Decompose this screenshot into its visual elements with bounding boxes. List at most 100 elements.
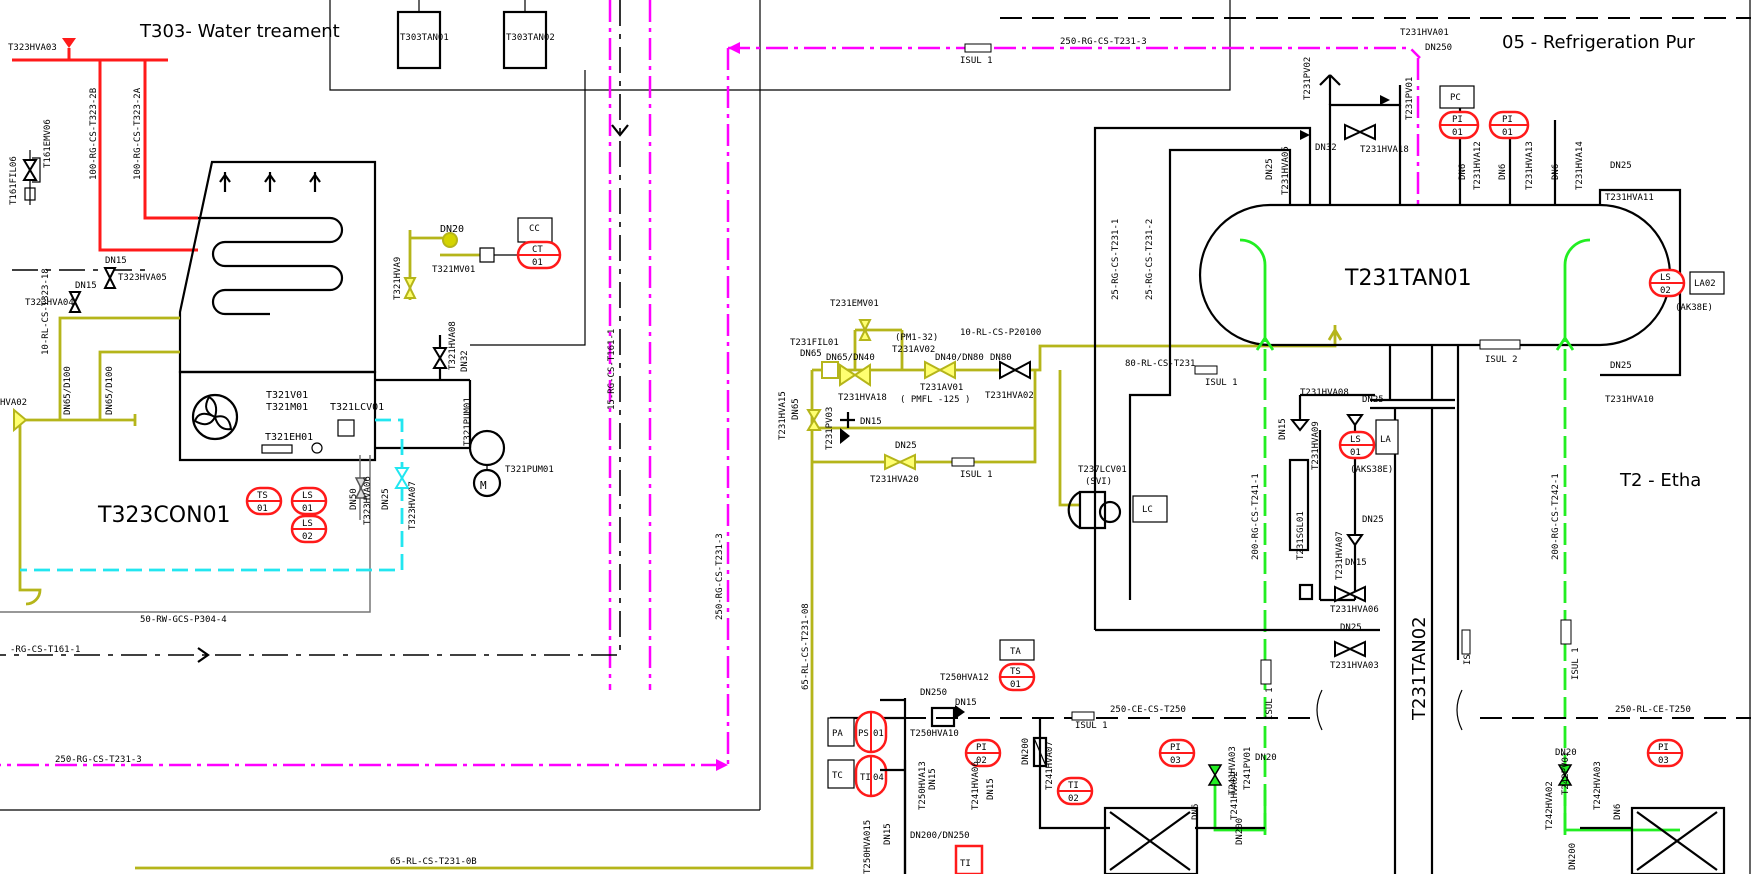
- dn15-label-6: DN15: [955, 698, 977, 708]
- dn15-label-2: DN15: [75, 281, 97, 291]
- magenta-gas-lines: [0, 0, 1421, 771]
- dn6-label-2: DN6: [1498, 164, 1508, 180]
- pi03b-num: 03: [1658, 756, 1669, 766]
- level-valve-label: T237LCV01: [1078, 465, 1127, 475]
- ak-note: (AK38E): [1675, 303, 1713, 313]
- line-label-small: 10-RL-CS-T323-18: [41, 268, 51, 355]
- left-valves: T161EMV06 T161FIL06 T323HVA03 T323HVA05 …: [0, 37, 1147, 765]
- olive-vert-label: 65-RL-CS-T231-08: [801, 603, 811, 690]
- valve-label-12: T231AV01: [920, 383, 963, 393]
- condenser-piping: M T321PUM01 T321PUM01 50-RW-GCS-P304-4: [0, 335, 554, 625]
- ps-tag: PS: [858, 729, 869, 739]
- level-control-valve: LC T237LCV01 (SVI): [1067, 465, 1168, 530]
- bottom-frag: TI: [960, 859, 971, 869]
- tc-box: TC: [832, 771, 843, 781]
- ls-tank-num: 02: [1660, 286, 1671, 296]
- dn80-label: DN80: [990, 353, 1012, 363]
- pi03a-tag: PI: [1170, 743, 1181, 753]
- valve-label-40: T242PV01: [1561, 752, 1571, 795]
- pump-label-vert: T321PUM01: [463, 397, 473, 446]
- filter-label: T231FIL01: [790, 338, 839, 348]
- dn6-label-3: DN6: [1551, 164, 1561, 180]
- condenser-tag-3: T321LCV01: [330, 402, 384, 413]
- valve-label-32: T231HVA03: [1330, 661, 1379, 671]
- dn15-label-9: DN15: [883, 823, 893, 845]
- dashed-lines: [0, 0, 629, 663]
- arrow-icon: [716, 759, 728, 771]
- red-lines: [12, 38, 198, 252]
- valve-label-27: T231HVA10: [1605, 395, 1654, 405]
- dn20-label-2: DN20: [1255, 753, 1277, 763]
- valve-label-44: T161FIL06: [9, 156, 19, 205]
- condenser-label: T323CON01: [97, 503, 231, 528]
- pump-icon: [468, 429, 506, 467]
- dn25-label-3: DN25: [1265, 158, 1275, 180]
- valve-label-19: T231PV02: [1303, 57, 1313, 100]
- valve-label-36: T241HVA03: [1228, 746, 1238, 795]
- isul-label-6: ISUL 1: [1075, 721, 1108, 731]
- valve-label-20: T231PV01: [1405, 77, 1415, 120]
- valve-label-9: T323HVA07: [408, 481, 418, 530]
- level-valve-sub: (SVI): [1085, 477, 1112, 487]
- dn200-250-label: DN200/DN250: [910, 831, 970, 841]
- rl-line-label: 250-RL-CE-T250: [1615, 705, 1691, 715]
- valve-label-1: T323HVA03: [8, 43, 57, 53]
- valve-label-29: T231HVA09: [1311, 421, 1321, 470]
- valve-label-17: T231HVA20: [870, 475, 919, 485]
- ct-box-label: CC: [529, 224, 540, 234]
- dn15-label-5: DN15: [1345, 558, 1367, 568]
- dn15-label-4: DN15: [1278, 418, 1288, 440]
- valve-label-3: T323HVA04: [25, 298, 74, 308]
- isul-label-3: ISUL 1: [1205, 378, 1238, 388]
- instruments-bottom: TA TS 01 T250HVA12 DN250 DN15 T250HVA10 …: [827, 639, 1684, 874]
- valve-label-13: T231HVA18: [838, 393, 887, 403]
- motor-icon: [472, 468, 502, 498]
- dn65-label: DN65: [800, 349, 822, 359]
- ti-num: 04: [873, 773, 884, 783]
- valve-label-23: T231HVA12: [1473, 141, 1483, 190]
- valve-label-37: T241HVA02: [1230, 771, 1240, 820]
- pi03b-tag: PI: [1658, 743, 1669, 753]
- valve-label-30: T231HVA07: [1335, 531, 1345, 580]
- tank-t231tan01: T231TAN01 ISUL 2 T231TAN02 ISUL 2: [1198, 203, 1672, 874]
- pm-note: (PM1-32): [895, 333, 938, 343]
- olive-main-label: 80-RL-CS-T231: [1125, 359, 1195, 369]
- motor-label: M: [480, 479, 487, 492]
- instrument-ct: CC CT 01: [516, 217, 562, 270]
- ts-bottom-tag: TS: [1010, 667, 1021, 677]
- ps-num: 01: [873, 729, 884, 739]
- valve-icon: [62, 38, 76, 48]
- pmfl-note: ( PMFL -125 ): [900, 395, 970, 405]
- tank-small-1-label: T303TAN01: [400, 33, 449, 43]
- valve-icon: [432, 347, 448, 360]
- pi2-num: 01: [1502, 128, 1513, 138]
- valve-label-21: T231HVA18: [1360, 145, 1409, 155]
- valve-label-16: T231PV03: [825, 407, 835, 450]
- olive-bottom-label: 65-RL-CS-T231-0B: [390, 857, 477, 867]
- valve-label-14: T231HVA02: [985, 391, 1034, 401]
- olive-small-label: 10-RL-CS-P20100: [960, 328, 1041, 338]
- ti02-num: 02: [1068, 794, 1079, 804]
- mag-vert-label: 250-RG-CS-T231-3: [715, 533, 725, 620]
- dn25-label: DN25: [381, 488, 391, 510]
- valve-label-15: T231HVA15: [778, 391, 788, 440]
- valve-label-8: T323HVA06: [363, 476, 373, 525]
- olive-lines-left: [18, 230, 480, 606]
- dn15-label: DN15: [105, 256, 127, 266]
- valve-label-33: T250HVA12: [940, 673, 989, 683]
- valve-label-6: T321HVA9: [393, 257, 403, 300]
- dn6-label: DN6: [1458, 164, 1468, 180]
- dn6-label-5: DN6: [1191, 804, 1201, 820]
- green-1-label: 200-RG-CS-T241-1: [1251, 473, 1261, 560]
- dn65-label-2: DN65: [791, 398, 801, 420]
- mag-top-label: 250-RG-CS-T231-3: [1060, 37, 1147, 47]
- mag-bottom-label: 250-RG-CS-T231-3: [55, 755, 142, 765]
- pump-label: T321PUM01: [505, 465, 554, 475]
- sight-glass-icon: [1288, 458, 1310, 552]
- valve-label-31: T231HVA06: [1330, 605, 1379, 615]
- valve-label-26: T231HVA11: [1605, 193, 1654, 203]
- ti-tag: TI: [860, 773, 871, 783]
- tank-line-2-label: 25-RG-CS-T231-2: [1145, 219, 1155, 300]
- valve-label-38: T241HVA06: [971, 761, 981, 810]
